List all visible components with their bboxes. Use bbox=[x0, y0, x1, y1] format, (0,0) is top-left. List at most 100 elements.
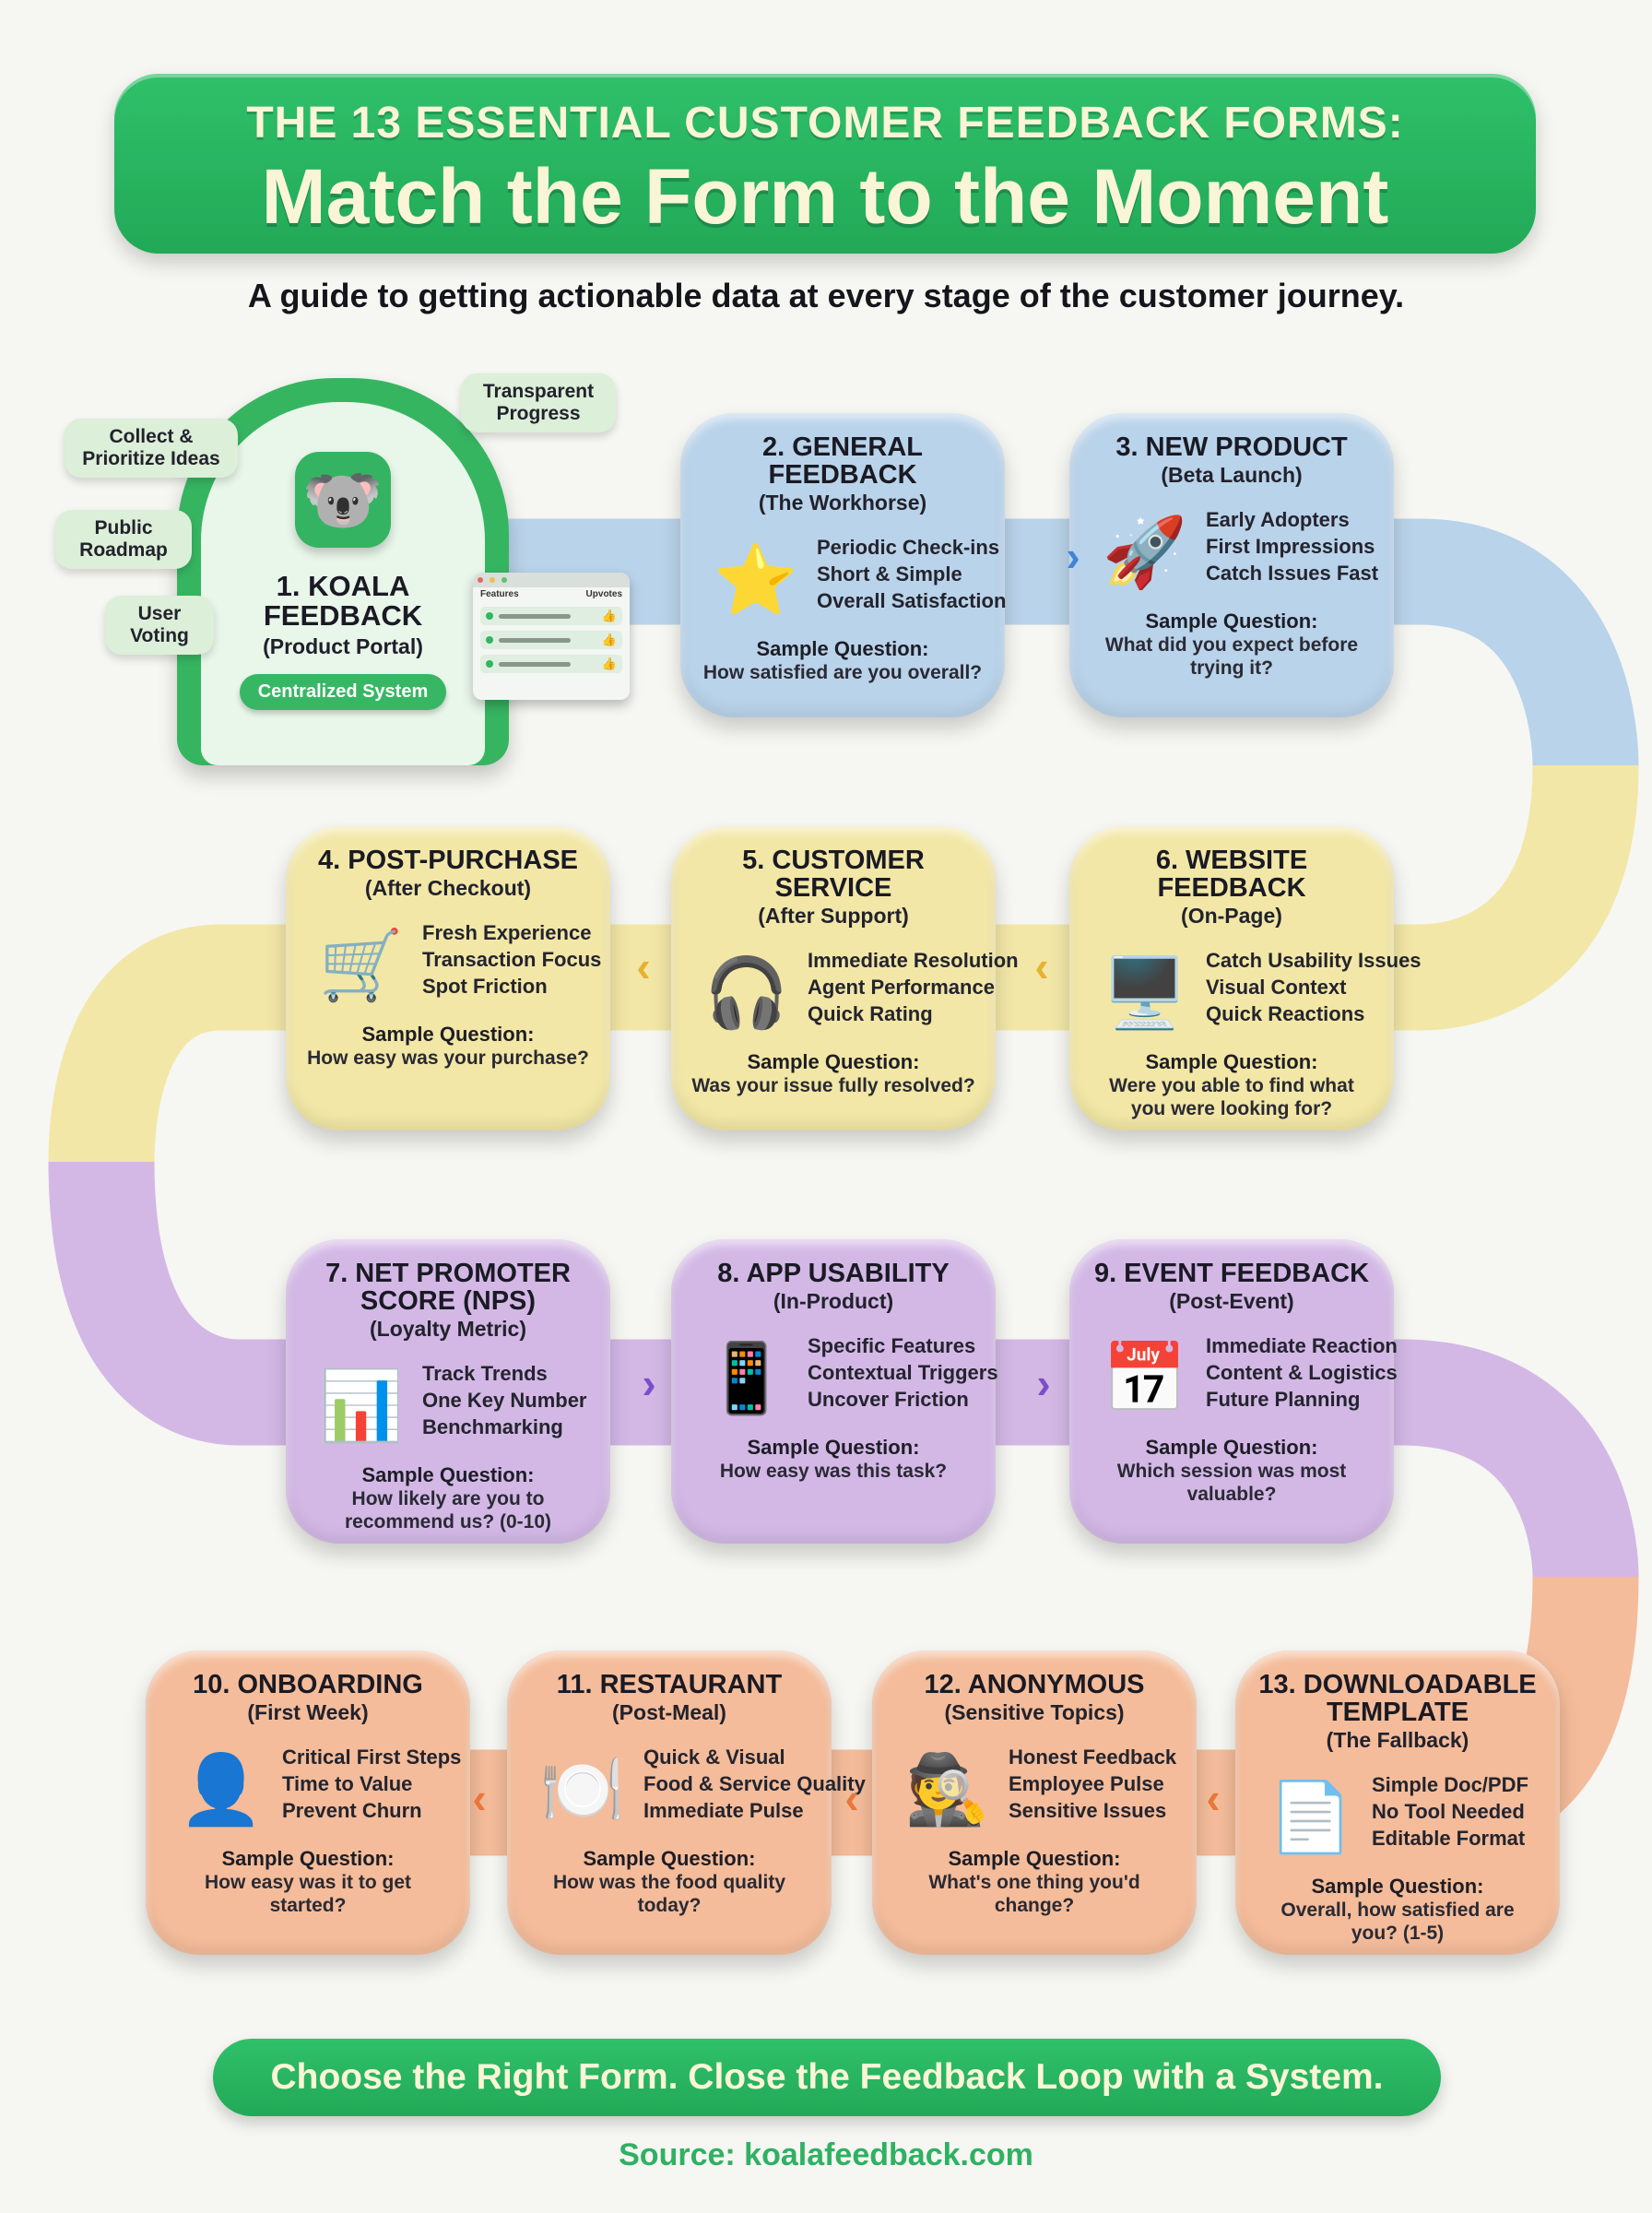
card-bullet: Benchmarking bbox=[422, 1415, 563, 1438]
sample-question-label: Sample Question: bbox=[361, 1023, 535, 1046]
user-progress-icon: 👤 bbox=[178, 1751, 265, 1828]
source-link[interactable]: Source: koalafeedback.com bbox=[619, 2137, 1033, 2172]
sample-question: What did you expect before trying it? bbox=[1104, 634, 1359, 679]
bubble-user-voting: User Voting bbox=[105, 596, 214, 655]
sample-question-label: Sample Question: bbox=[756, 637, 929, 660]
card-title: 9. EVENT FEEDBACK bbox=[1093, 1259, 1370, 1288]
form-card: 12. ANONYMOUS(Sensitive Topics) 🕵️ Honest … bbox=[872, 1651, 1197, 1955]
thumbs-up-icon: 👍 bbox=[601, 657, 617, 670]
card-bullet: Agent Performance bbox=[808, 976, 995, 999]
chevron-right-icon: › bbox=[642, 1359, 656, 1407]
widget-row: 👍 bbox=[480, 607, 622, 625]
incognito-lock-icon: 🕵️ bbox=[904, 1751, 991, 1828]
chevron-left-icon: ‹ bbox=[1034, 942, 1049, 990]
card-bullet: Visual Context bbox=[1206, 976, 1347, 999]
card-bullet: Content & Logistics bbox=[1206, 1361, 1398, 1384]
sample-question-label: Sample Question: bbox=[948, 1847, 1121, 1870]
sample-question: How was the food quality today? bbox=[552, 1872, 785, 1916]
calendar-mic-icon: 📅 bbox=[1102, 1340, 1188, 1416]
sample-question: Were you able to find what you were look… bbox=[1109, 1075, 1354, 1119]
card-subtitle: (On-Page) bbox=[1181, 904, 1282, 928]
card-bullet: One Key Number bbox=[422, 1389, 587, 1412]
card-bullet: Simple Doc/PDF bbox=[1372, 1773, 1528, 1796]
sample-question: What's one thing you'd change? bbox=[928, 1872, 1140, 1916]
card-title: 11. RESTAURANT bbox=[556, 1670, 783, 1699]
title-banner: THE 13 ESSENTIAL CUSTOMER FEEDBACK FORMS… bbox=[114, 74, 1536, 254]
card-bullet: Catch Issues Fast bbox=[1206, 562, 1379, 585]
chevron-right-icon: › bbox=[1036, 1359, 1051, 1407]
sample-question-label: Sample Question: bbox=[1145, 1050, 1318, 1073]
card-subtitle: (After Support) bbox=[758, 904, 909, 928]
form-card: 7. NET PROMOTER SCORE (NPS)(Loyalty Metr… bbox=[286, 1239, 610, 1544]
form-card: 10. ONBOARDING(First Week)👤Critical Firs… bbox=[146, 1651, 470, 1955]
chevron-right-icon: › bbox=[1066, 532, 1080, 580]
chevron-left-icon: ‹ bbox=[636, 942, 651, 990]
sample-question-label: Sample Question: bbox=[1145, 609, 1318, 633]
card-subtitle: (Sensitive Topics) bbox=[944, 1700, 1125, 1724]
card-bullet: No Tool Needed bbox=[1372, 1800, 1525, 1823]
card-bullet: Food & Service Quality bbox=[643, 1772, 866, 1795]
card-bullet: Editable Format bbox=[1372, 1827, 1526, 1850]
card-bullet: Specific Features bbox=[808, 1334, 976, 1357]
phone-tap-icon: 📱 bbox=[703, 1340, 790, 1416]
portal-subtitle: (Product Portal) bbox=[263, 634, 423, 658]
card-bullet: Short & Simple bbox=[817, 562, 962, 586]
card-bullet: Contextual Triggers bbox=[808, 1361, 998, 1384]
bubble-transparent-progress: Transparent Progress bbox=[461, 373, 616, 432]
form-card: 3. NEW PRODUCT(Beta Launch)🚀Early Adopte… bbox=[1069, 413, 1394, 717]
sample-question-label: Sample Question: bbox=[221, 1847, 395, 1870]
card-bullet: Future Planning bbox=[1206, 1388, 1361, 1411]
sample-question-label: Sample Question: bbox=[361, 1463, 535, 1486]
card-subtitle: (First Week) bbox=[247, 1700, 369, 1724]
card-title: 2. GENERAL FEEDBACK bbox=[761, 432, 924, 490]
thumbs-up-icon: 👍 bbox=[601, 633, 617, 646]
sample-question: How likely are you to recommend us? (0-1… bbox=[344, 1488, 552, 1533]
card-subtitle: (In-Product) bbox=[773, 1289, 894, 1313]
card-bullet: Fresh Experience bbox=[422, 921, 592, 944]
sample-question: Which session was most valuable? bbox=[1116, 1461, 1347, 1505]
card-bullet: First Impressions bbox=[1206, 535, 1375, 558]
card-bullet: Sensitive Issues bbox=[1009, 1799, 1167, 1822]
card-bullet: Honest Feedback bbox=[1009, 1746, 1177, 1769]
card-subtitle: (Loyalty Metric) bbox=[370, 1317, 526, 1341]
card-subtitle: (Post-Meal) bbox=[612, 1700, 726, 1724]
card-bullet: Critical First Steps bbox=[282, 1746, 462, 1769]
subtitle: A guide to getting actionable data at ev… bbox=[247, 277, 1405, 314]
card-bullet: Spot Friction bbox=[422, 975, 548, 998]
sample-question-label: Sample Question: bbox=[747, 1050, 920, 1073]
card-bullet: Immediate Pulse bbox=[643, 1799, 804, 1822]
star-rating-form-icon: ⭐ bbox=[713, 541, 799, 618]
widget-col-features: Features bbox=[480, 589, 519, 599]
card-title: 3. NEW PRODUCT bbox=[1115, 432, 1348, 462]
card-bullet: Employee Pulse bbox=[1009, 1772, 1164, 1795]
form-card: 5. CUSTOMER SERVICE(After Support)🎧Immed… bbox=[671, 826, 1019, 1130]
form-card: 6. WEBSITE FEEDBACK(On-Page) 🖥️Catch Usab… bbox=[1069, 826, 1422, 1130]
rocket-icon: 🚀 bbox=[1102, 514, 1188, 590]
title-line-1: THE 13 ESSENTIAL CUSTOMER FEEDBACK FORMS… bbox=[246, 99, 1404, 148]
card-bullet: Quick Rating bbox=[808, 1002, 933, 1025]
sample-question: How easy was it to get started? bbox=[204, 1872, 412, 1916]
plate-qr-icon: 🍽️ bbox=[539, 1751, 626, 1828]
koala-portal: 🐨 1. KOALA FEEDBACK (Product Portal) Cen… bbox=[177, 378, 509, 765]
card-title: 7. NET PROMOTER SCORE (NPS) bbox=[325, 1259, 571, 1316]
bubble-public-roadmap: Public Roadmap bbox=[55, 510, 192, 569]
browser-window-icon: 🖥️ bbox=[1102, 954, 1188, 1031]
title-line-2: Match the Form to the Moment bbox=[261, 153, 1389, 240]
card-title: 6. WEBSITE FEEDBACK bbox=[1155, 846, 1308, 903]
chevron-left-icon: ‹ bbox=[472, 1774, 487, 1822]
card-bullet: Quick Reactions bbox=[1206, 1002, 1365, 1025]
headset-icon: 🎧 bbox=[703, 954, 790, 1031]
card-title: 13. DOWNLOADABLE TEMPLATE bbox=[1258, 1670, 1537, 1727]
sample-question-label: Sample Question: bbox=[747, 1436, 920, 1459]
card-title: 12. ANONYMOUS bbox=[924, 1670, 1145, 1699]
widget-row: 👍 bbox=[480, 631, 622, 649]
